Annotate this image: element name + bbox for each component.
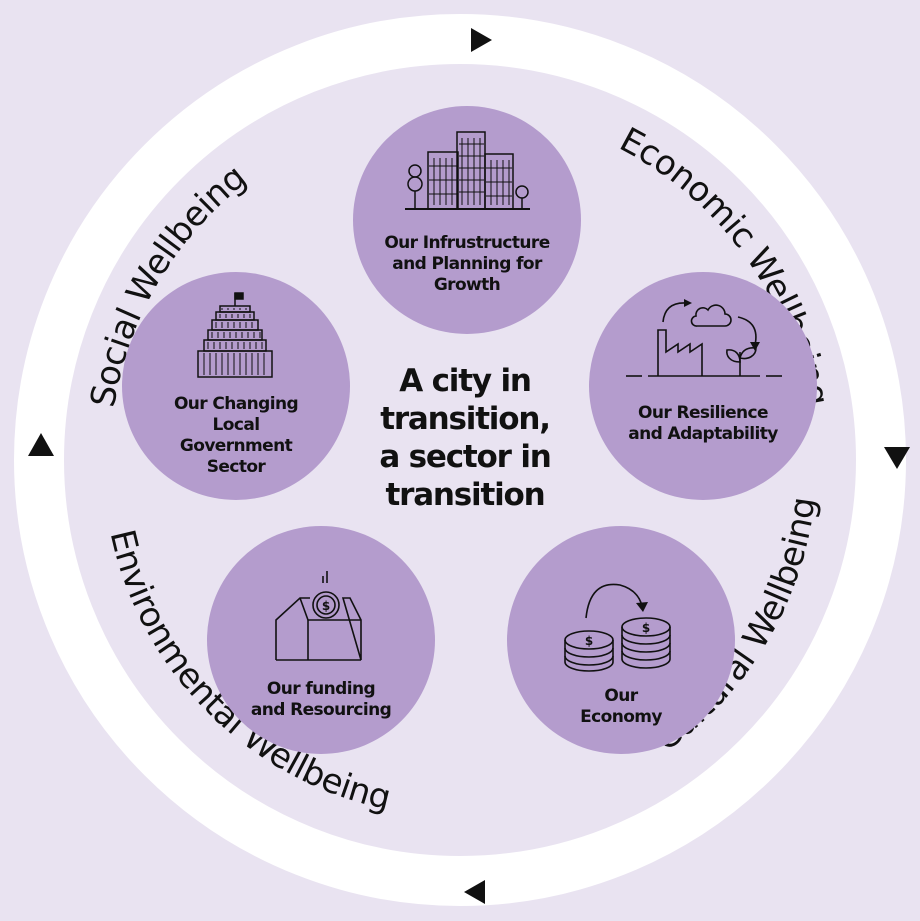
government-label-line: Local	[212, 415, 260, 435]
svg-text:$: $	[585, 634, 593, 648]
bubble-funding	[207, 526, 435, 754]
center-title-line: A city in	[399, 363, 532, 399]
city-buildings-icon	[405, 131, 530, 210]
beehive-building-icon	[197, 292, 273, 378]
coin-stacks-icon: $ $	[564, 583, 671, 672]
bubble-infrastructure	[353, 106, 581, 334]
arrow-down-icon	[884, 447, 910, 469]
funding-label-line: and Resourcing	[250, 700, 392, 720]
svg-text:$: $	[642, 621, 650, 635]
infrastructure-label-line: Our Infrustructure	[384, 233, 550, 253]
bubble-economy	[507, 526, 735, 754]
infrastructure-label-line: and Planning for	[392, 254, 542, 274]
arrow-left-icon	[464, 880, 485, 904]
center-title-line: a sector in	[379, 439, 551, 475]
resilience-label: Our Resilience and Adaptability	[598, 403, 808, 445]
government-label-line: Government	[179, 436, 293, 456]
arrow-up-icon	[28, 433, 54, 456]
government-label: Our Changing Local Government Sector	[151, 394, 321, 478]
arrow-right-icon	[471, 28, 492, 52]
resilience-label-line: and Adaptability	[628, 424, 778, 444]
government-label-line: Sector	[206, 457, 266, 477]
bubble-resilience	[589, 272, 817, 500]
bubble-government	[122, 272, 350, 500]
economy-label: Our Economy	[541, 686, 701, 728]
factory-cloud-plant-icon	[626, 299, 782, 377]
economy-label-line: Our	[604, 686, 638, 706]
svg-text:$: $	[322, 599, 330, 613]
government-label-line: Our Changing	[173, 394, 299, 414]
infrastructure-label-line: Growth	[433, 275, 501, 295]
funding-label-line: Our funding	[266, 679, 376, 699]
center-title: A city in transition, a sector in transi…	[340, 362, 590, 514]
center-title-line: transition	[385, 477, 546, 513]
money-box-icon: $	[275, 571, 362, 661]
center-title-line: transition,	[380, 401, 551, 437]
outer-ring	[14, 14, 906, 906]
infrastructure-label: Our Infrustructure and Planning for Grow…	[357, 233, 577, 296]
funding-label: Our funding and Resourcing	[231, 679, 411, 721]
resilience-label-line: Our Resilience	[638, 403, 769, 423]
economy-label-line: Economy	[580, 707, 662, 727]
